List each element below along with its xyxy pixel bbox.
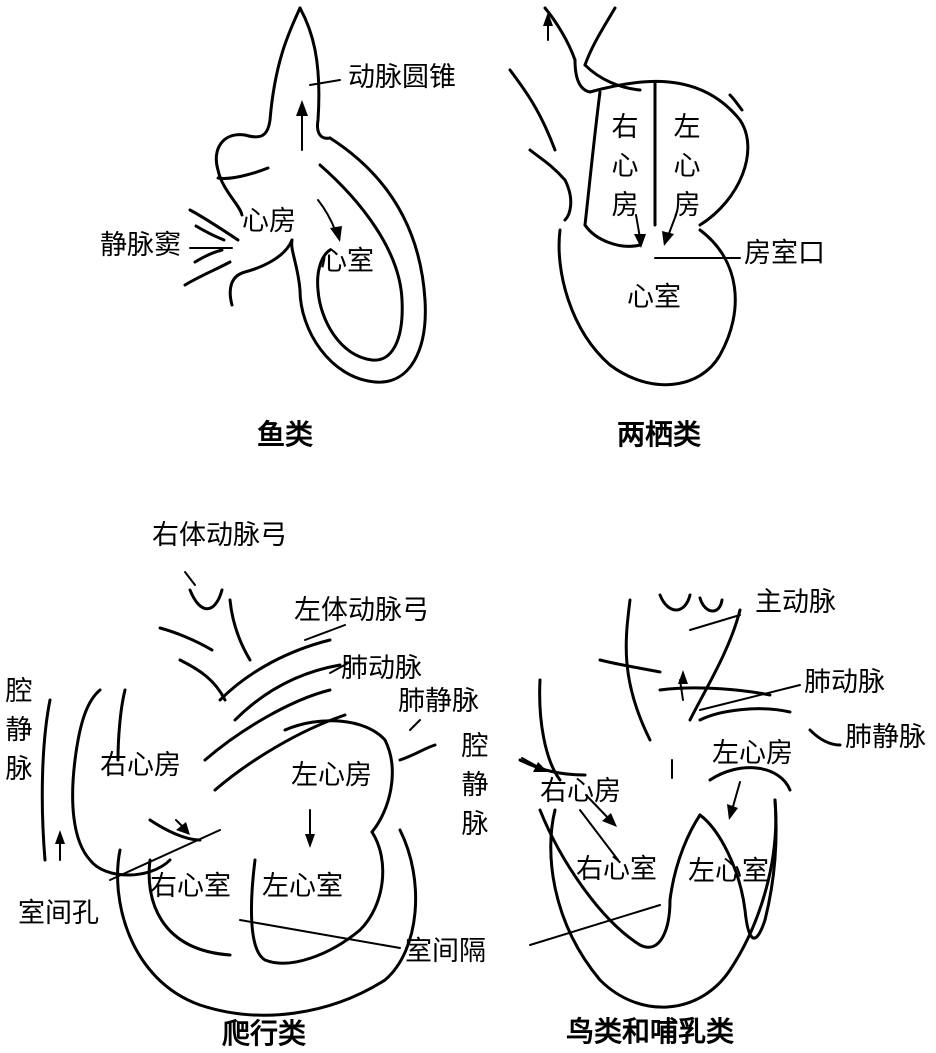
bird-mammal-right-atrium-label: 右心房 <box>540 776 621 807</box>
reptile-title: 爬行类 <box>222 1017 307 1050</box>
amphibian-right-atrium-label: 右心房 <box>611 112 639 222</box>
bird-mammal-vena-cava-label: 腔静脉 <box>461 731 489 841</box>
amphibian-left-atrium-label: 左心房 <box>673 112 701 222</box>
bird-mammal-pulmonary-vein-label: 肺静脉 <box>845 722 926 753</box>
bird-mammal-left-ventricle-label: 左心室 <box>688 856 769 887</box>
fish-title: 鱼类 <box>257 418 314 451</box>
reptile-left-ventricle-label: 左心室 <box>262 871 343 902</box>
bird-mammal-heart-drawing <box>518 593 842 1009</box>
reptile-heart-drawing <box>40 571 437 1017</box>
reptile-right-ventricle-label: 右心室 <box>150 871 231 902</box>
reptile-interventricular-foramen-label: 室间孔 <box>18 898 99 929</box>
fish-atrium-label: 心房 <box>242 206 296 237</box>
bird-mammal-right-ventricle-label: 右心室 <box>576 854 657 885</box>
reptile-vena-cava-label: 腔静脉 <box>5 676 33 786</box>
bird-mammal-aorta-label: 主动脉 <box>755 587 836 618</box>
bird-mammal-title: 鸟类和哺乳类 <box>566 1015 735 1048</box>
amphibian-title: 两栖类 <box>617 418 702 451</box>
reptile-right-atrium-label: 右心房 <box>100 750 181 781</box>
fish-heart-drawing <box>183 6 427 384</box>
fish-conus-label: 动脉圆锥 <box>348 62 456 93</box>
reptile-pulmonary-artery-label: 肺动脉 <box>341 653 422 684</box>
amphibian-av-opening-label: 房室口 <box>744 238 825 269</box>
reptile-left-atrium-label: 左心房 <box>291 760 372 791</box>
fish-sinus-label: 静脉窦 <box>100 230 181 261</box>
bird-mammal-left-atrium-label: 左心房 <box>712 738 793 769</box>
reptile-pulmonary-vein-label: 肺静脉 <box>398 686 479 717</box>
fish-ventricle-label: 心室 <box>320 246 374 277</box>
bird-mammal-pulmonary-artery-label: 肺动脉 <box>804 667 885 698</box>
amphibian-heart-drawing <box>508 6 750 387</box>
reptile-septum-label: 室间隔 <box>405 936 486 967</box>
reptile-right-aortic-arch-label: 右体动脉弓 <box>152 520 287 551</box>
amphibian-ventricle-label: 心室 <box>627 282 681 313</box>
reptile-left-aortic-arch-label: 左体动脉弓 <box>294 595 429 626</box>
